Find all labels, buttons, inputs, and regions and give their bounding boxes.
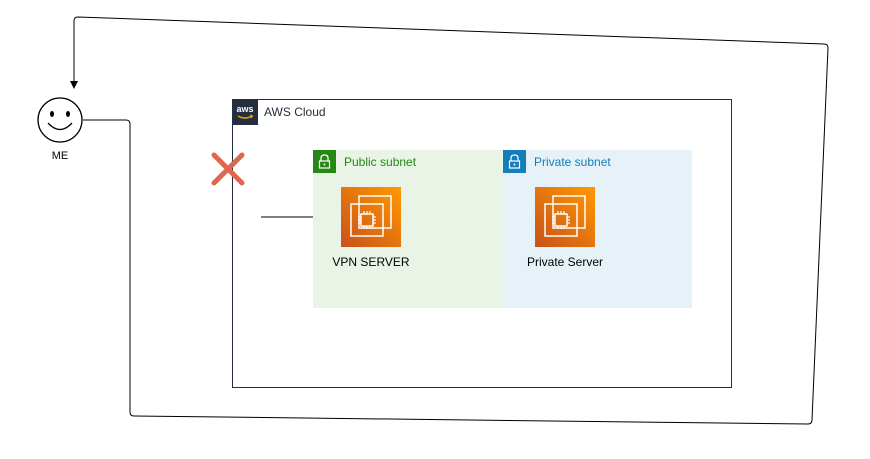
ec2-instance-icon: [544, 195, 586, 237]
public-subnet-title: Public subnet: [344, 155, 417, 169]
aws-cloud-title: AWS Cloud: [264, 105, 326, 119]
smiley-user-icon[interactable]: [36, 96, 84, 144]
svg-text:aws: aws: [236, 104, 253, 114]
vpn-server-node[interactable]: [341, 187, 401, 247]
private-subnet-group[interactable]: [503, 150, 692, 308]
private-server-node[interactable]: [535, 187, 595, 247]
aws-cloud-group[interactable]: [232, 99, 732, 388]
x-mark-icon: [211, 152, 245, 186]
user-label: ME: [51, 150, 69, 162]
private-subnet-title: Private subnet: [534, 155, 611, 169]
ec2-instance-icon: [350, 195, 392, 237]
vpn-server-label: VPN SERVER: [332, 255, 410, 269]
aws-logo-icon: aws: [232, 99, 258, 125]
lock-icon: [313, 150, 336, 173]
private-server-label: Private Server: [526, 255, 604, 269]
return-loop-connector: [70, 16, 829, 425]
lock-icon: [503, 150, 526, 173]
